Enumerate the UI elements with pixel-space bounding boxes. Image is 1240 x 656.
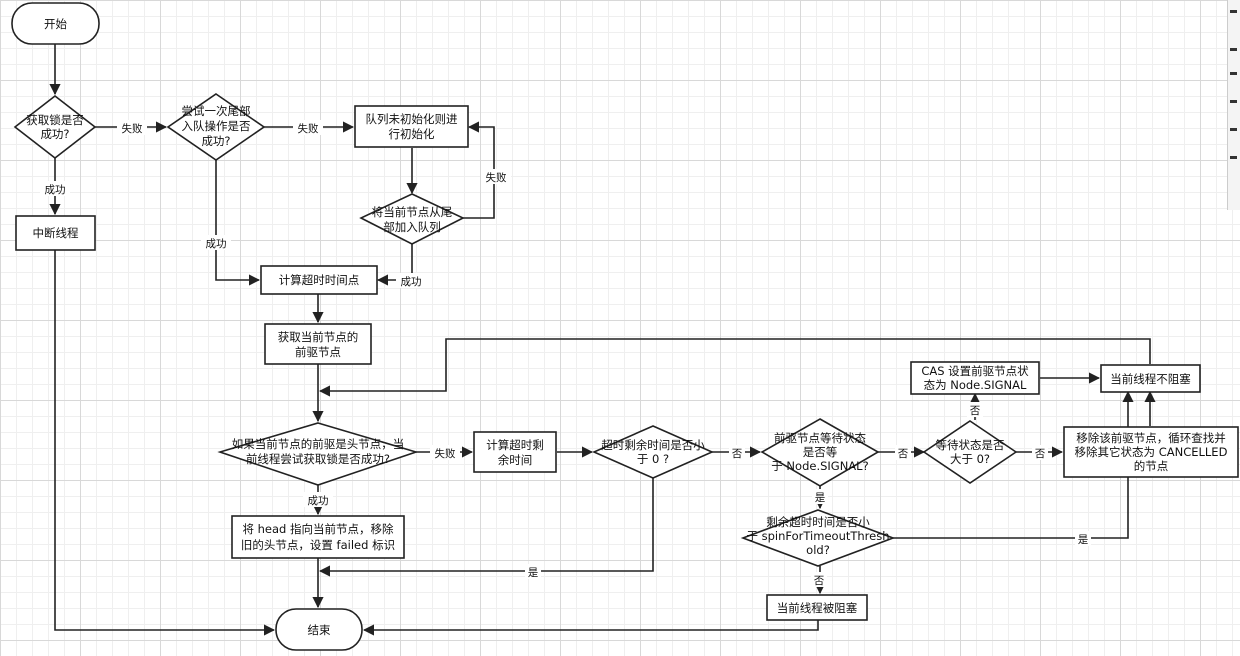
svg-text:开始: 开始 [44,17,67,31]
svg-text:CAS 设置前驱节点状态为 Node.SIGNAL: CAS 设置前驱节点状态为 Node.SIGNAL [921,364,1029,392]
svg-text:计算超时时间点: 计算超时时间点 [279,273,360,287]
node-end: 结束 [275,608,363,651]
svg-text:前驱节点等待状态是否等于 Node.SIGNAL?: 前驱节点等待状态是否等于 Node.SIGNAL? [771,431,868,473]
label-success-1: 成功 [45,184,66,196]
node-q-timeout: 超时剩余时间是否小于 0 ? [592,425,714,479]
svg-text:等待状态是否大于 0?: 等待状态是否大于 0? [936,438,1005,466]
toolbar-icon[interactable] [1230,100,1237,103]
svg-text:尝试一次尾部入队操作是否成功?: 尝试一次尾部入队操作是否成功? [182,104,251,148]
toolbar-icon[interactable] [1230,128,1237,131]
svg-text:将 head 指向当前节点，移除旧的头节点，设置 faile: 将 head 指向当前节点，移除旧的头节点，设置 failed 标识 [241,522,395,552]
label-fail-3: 失败 [486,171,507,184]
svg-text:队列未初始化则进行初始化: 队列未初始化则进行初始化 [366,112,458,141]
label-fail-2: 失败 [298,122,319,135]
toolbar-icon[interactable] [1230,48,1237,51]
svg-text:计算超时剩余时间: 计算超时剩余时间 [486,438,544,467]
toolbar-icon[interactable] [1230,72,1237,75]
edge-labels: 失败 成功 失败 成功 失败 成功 失败 成功 否 是 否 是 否 否 是 否 [40,120,1091,587]
label-success-2: 成功 [206,238,227,250]
node-cas-set: CAS 设置前驱节点状态为 Node.SIGNAL [910,361,1040,395]
toolbar-icon[interactable] [1230,10,1237,13]
node-set-head: 将 head 指向当前节点，移除旧的头节点，设置 failed 标识 [231,515,405,559]
label-yes-signal: 是 [815,492,826,504]
node-q-lock: 获取锁是否成功? [13,94,97,160]
svg-text:超时剩余时间是否小于 0 ?: 超时剩余时间是否小于 0 ? [601,438,705,466]
node-not-blocked: 当前线程不阻塞 [1100,364,1201,393]
node-init-queue: 队列未初始化则进行初始化 [354,105,469,148]
label-fail-4: 失败 [435,447,456,460]
label-no-5: 否 [814,575,825,587]
svg-text:当前线程被阻塞: 当前线程被阻塞 [777,601,858,615]
editor-side-panel[interactable] [1227,0,1240,210]
svg-text:将当前节点从尾部加入队列: 将当前节点从尾部加入队列 [372,205,453,234]
edge-blocked-to-end [362,620,819,636]
node-calc-remain: 计算超时剩余时间 [473,431,557,473]
label-success-3: 成功 [401,276,422,288]
node-q-head: 如果当前节点的前驱是头节点，当前线程尝试获取锁是否成功? [217,422,419,486]
svg-text:当前线程不阻塞: 当前线程不阻塞 [1110,372,1191,386]
svg-text:结束: 结束 [308,623,331,637]
edge-q-tail-to-calc-deadline [215,160,261,286]
label-success-4: 成功 [308,495,329,507]
node-q-enqueue: 将当前节点从尾部加入队列 [359,193,465,245]
svg-text:获取当前节点的前驱节点: 获取当前节点的前驱节点 [278,330,359,359]
svg-text:如果当前节点的前驱是头节点，当前线程尝试获取锁是否成功?: 如果当前节点的前驱是头节点，当前线程尝试获取锁是否成功? [232,437,405,466]
node-interrupt: 中断线程 [15,215,96,251]
node-get-pred: 获取当前节点的前驱节点 [264,323,372,365]
label-no-3: 否 [970,405,981,417]
edge-q-timeout-yes-back [318,478,654,577]
node-q-signal: 前驱节点等待状态是否等于 Node.SIGNAL? [760,418,880,487]
label-fail-1: 失败 [122,122,143,135]
label-no-2: 否 [898,448,909,460]
node-q-tail: 尝试一次尾部入队操作是否成功? [166,93,266,161]
node-start: 开始 [11,2,100,45]
label-no-4: 否 [1035,448,1046,460]
node-blocked: 当前线程被阻塞 [766,594,868,621]
node-calc-deadline: 计算超时时间点 [260,265,378,295]
label-no-1: 否 [732,448,743,460]
edge-not-blocked-loop-back [318,338,1151,397]
node-q-status-gt0: 等待状态是否大于 0? [922,420,1018,484]
edge-interrupt-to-end [54,250,276,636]
svg-text:获取锁是否成功?: 获取锁是否成功? [26,113,84,141]
label-yes-spin: 是 [1078,534,1089,546]
toolbar-icon[interactable] [1230,156,1237,159]
svg-text:中断线程: 中断线程 [33,226,79,240]
label-yes-timeout: 是 [528,567,539,579]
